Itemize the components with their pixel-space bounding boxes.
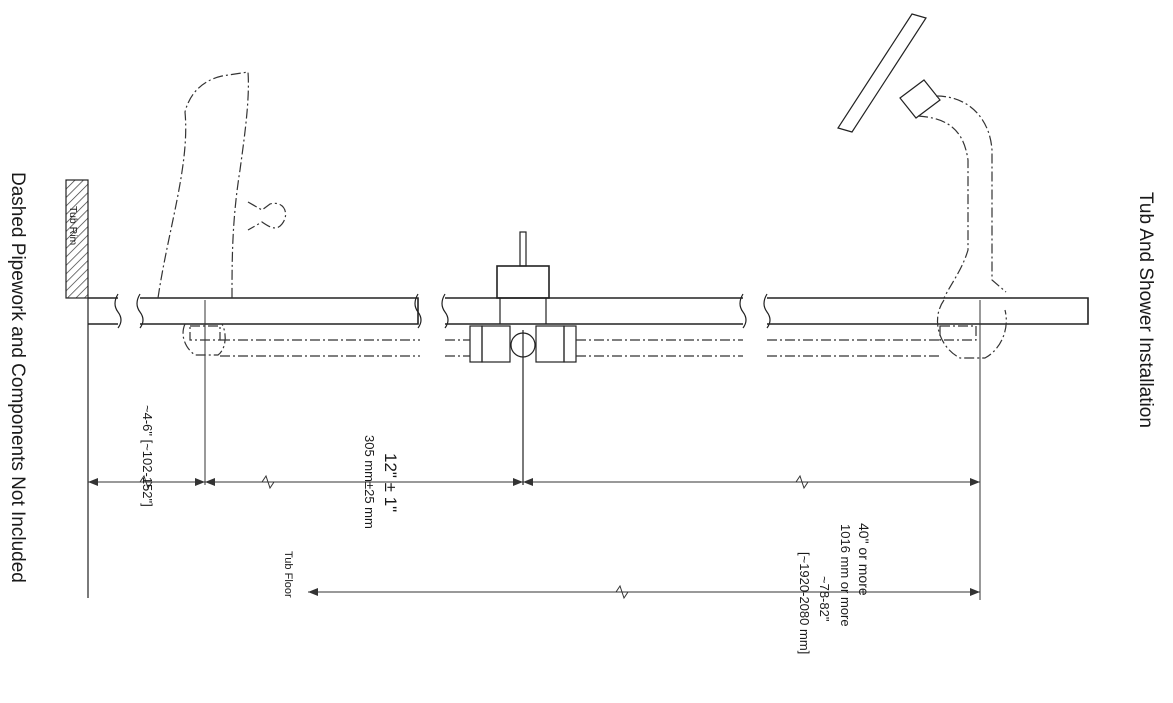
tub-floor-label: Tub Floor bbox=[282, 551, 294, 598]
dimension-valve-to-shower bbox=[523, 474, 980, 490]
diagram-note: Dashed Pipework and Components Not Inclu… bbox=[7, 172, 28, 583]
mixing-valve bbox=[445, 231, 743, 485]
floor-to-shower-mm-label: [~1920-2080 mm] bbox=[797, 552, 812, 654]
spout-to-valve-in-label: 12" ± 1" bbox=[381, 453, 400, 512]
floor-to-shower-in-label: ~78-82" bbox=[817, 576, 832, 622]
valve-to-shower-in-label: 40" or more bbox=[856, 523, 872, 596]
diagram-title: Tub And Shower Installation bbox=[1135, 192, 1156, 428]
tub-rim-label: Tub Rim bbox=[67, 206, 79, 246]
shower-head-outline bbox=[767, 13, 1012, 600]
dimension-spout-to-valve bbox=[205, 474, 523, 490]
wall-panel bbox=[88, 293, 1089, 329]
spout-to-valve-mm-label: 305 mm±25 mm bbox=[362, 435, 377, 529]
tub-rim-wall bbox=[65, 179, 89, 299]
dimension-floor-to-shower bbox=[308, 584, 980, 600]
dimension-rim-to-spout bbox=[88, 474, 205, 490]
rim-to-spout-label: ~4-6" [~102-152"] bbox=[140, 405, 155, 507]
valve-to-shower-mm-label: 1016 mm or more bbox=[838, 524, 853, 627]
tub-spout-outline bbox=[150, 71, 420, 485]
